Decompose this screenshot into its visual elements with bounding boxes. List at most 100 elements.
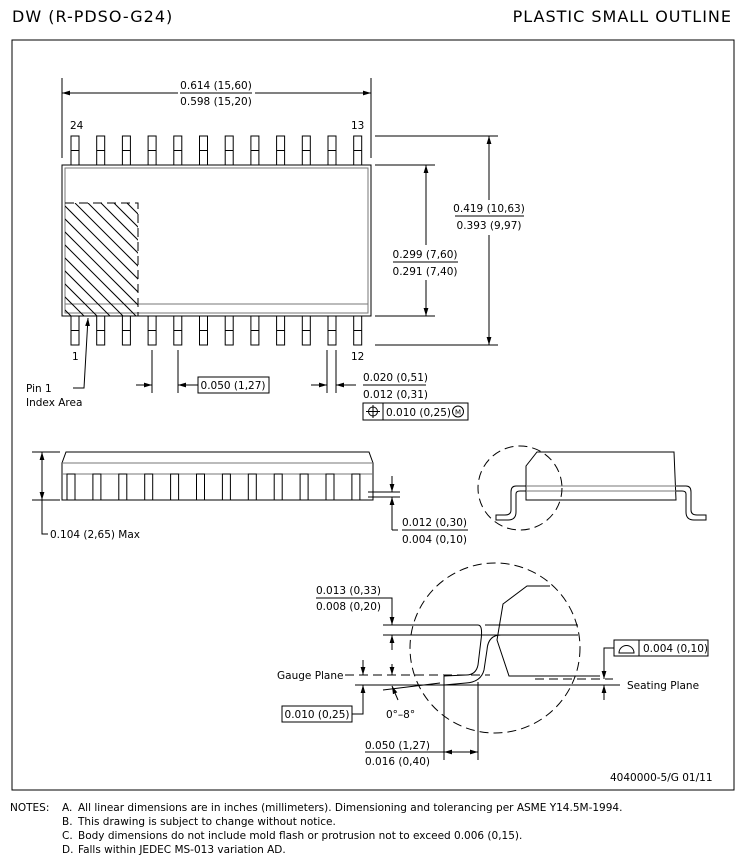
note-text: All linear dimensions are in inches (mil… xyxy=(78,802,623,814)
length-min: 0.598 (15,20) xyxy=(180,96,252,108)
lead-thickness-min: 0.008 (0,20) xyxy=(316,601,381,613)
pitch: 0.050 (1,27) xyxy=(201,380,266,392)
hatch-line xyxy=(65,270,111,316)
pin xyxy=(353,315,363,346)
mmc-modifier: M xyxy=(455,409,461,417)
hatch-line xyxy=(113,203,138,228)
hatch-line xyxy=(126,203,138,215)
side-view: 0.104 (2,65) Max 0.012 (0,30) 0.004 (0,1… xyxy=(32,451,468,546)
hatch-line xyxy=(140,203,253,316)
hatch-line xyxy=(65,296,85,316)
note-key: B. xyxy=(62,816,73,828)
side-pin xyxy=(221,473,231,501)
pin-label-1: 1 xyxy=(72,351,79,363)
pin xyxy=(147,315,157,346)
hatch-line xyxy=(65,244,137,316)
package-body xyxy=(61,164,372,317)
hatch-line xyxy=(74,203,138,267)
side-pin xyxy=(299,473,309,501)
overall-width-min: 0.393 (9,97) xyxy=(457,220,522,232)
side-pin xyxy=(144,473,154,501)
top-view: 0.614 (15,60) 0.598 (15,20) 24 13 1 12 0… xyxy=(26,78,525,421)
overall-width-max: 0.419 (10,63) xyxy=(453,203,525,215)
pin xyxy=(70,315,80,346)
pin xyxy=(96,135,106,166)
position-symbol-icon xyxy=(366,405,380,418)
pin xyxy=(199,315,208,346)
pin xyxy=(301,135,311,166)
lead-width-max: 0.020 (0,51) xyxy=(363,372,428,384)
pin xyxy=(327,135,337,166)
note-text: Body dimensions do not include mold flas… xyxy=(78,830,523,842)
pin xyxy=(147,135,157,166)
coplanarity: 0.004 (0,10) xyxy=(643,643,708,655)
angle: 0°–8° xyxy=(386,709,415,721)
pin xyxy=(199,135,208,166)
pin-label-12: 12 xyxy=(351,351,364,363)
hatch-line xyxy=(87,203,138,254)
pin1-index-area xyxy=(65,202,266,316)
pin1-label-2: Index Area xyxy=(26,397,82,409)
package-name: PLASTIC SMALL OUTLINE xyxy=(513,7,732,26)
end-view xyxy=(477,445,707,531)
hatch-line xyxy=(65,257,124,316)
side-pin xyxy=(351,473,361,501)
position-tolerance-frame: 0.010 (0,25) M xyxy=(362,402,469,421)
hatch-line xyxy=(65,205,138,280)
side-pin xyxy=(118,473,128,501)
foot-length-max: 0.050 (1,27) xyxy=(365,740,430,752)
standoff-max: 0.012 (0,30) xyxy=(402,517,467,529)
foot-length-min: 0.016 (0,40) xyxy=(365,756,430,768)
pin xyxy=(250,135,260,166)
document-number: 4040000-5/G 01/11 xyxy=(610,772,713,784)
coplanarity-frame: 0.004 (0,10) xyxy=(613,639,709,657)
note-key: D. xyxy=(62,844,74,856)
pin xyxy=(121,135,131,166)
package-code: DW (R-PDSO-G24) xyxy=(12,7,173,26)
pin xyxy=(224,135,234,166)
side-pin xyxy=(170,473,180,501)
body-width-max: 0.299 (7,60) xyxy=(393,249,458,261)
pin1-label: Pin 1 xyxy=(26,383,52,395)
drawing-frame xyxy=(11,39,735,791)
pin xyxy=(353,135,363,166)
side-pin xyxy=(92,473,102,501)
lead-width-min: 0.012 (0,31) xyxy=(363,389,428,401)
pin-label-24: 24 xyxy=(70,120,84,132)
side-pin xyxy=(66,473,76,501)
note-key: A. xyxy=(62,802,73,814)
pin xyxy=(70,135,80,166)
standoff-min: 0.004 (0,10) xyxy=(402,534,467,546)
gauge-offset: 0.010 (0,25) xyxy=(285,709,350,721)
hatch-line xyxy=(100,203,138,241)
pin xyxy=(276,315,286,346)
hatch-line xyxy=(65,218,138,293)
pin xyxy=(250,315,260,346)
pin xyxy=(121,315,131,346)
side-pin xyxy=(247,473,257,501)
detail-callout-circle xyxy=(477,445,563,531)
hatch-line xyxy=(65,309,72,316)
gauge-plane-label: Gauge Plane xyxy=(277,670,344,682)
pin xyxy=(173,135,183,166)
lead-thickness-max: 0.013 (0,33) xyxy=(316,585,381,597)
position-tolerance: 0.010 (0,25) xyxy=(386,407,451,419)
height-max: 0.104 (2,65) Max xyxy=(50,529,140,541)
profile-surface-icon xyxy=(618,645,635,654)
length-max: 0.614 (15,60) xyxy=(180,80,252,92)
pin xyxy=(173,315,183,346)
note-key: C. xyxy=(62,830,73,842)
seating-plane-label: Seating Plane xyxy=(627,680,699,692)
side-pin xyxy=(196,473,205,501)
mmc-modifier-icon xyxy=(452,405,464,418)
pin xyxy=(301,315,311,346)
pin xyxy=(276,135,286,166)
pins xyxy=(70,135,363,346)
hatch-line xyxy=(153,203,266,316)
lead-detail: 0.013 (0,33) 0.008 (0,20) Gauge Plane 0.… xyxy=(277,562,709,768)
note-text: Falls within JEDEC MS-013 variation AD. xyxy=(78,844,286,856)
body-width-min: 0.291 (7,40) xyxy=(393,266,458,278)
hatch-line xyxy=(65,283,98,316)
side-pin xyxy=(325,473,335,501)
pin xyxy=(96,315,106,346)
